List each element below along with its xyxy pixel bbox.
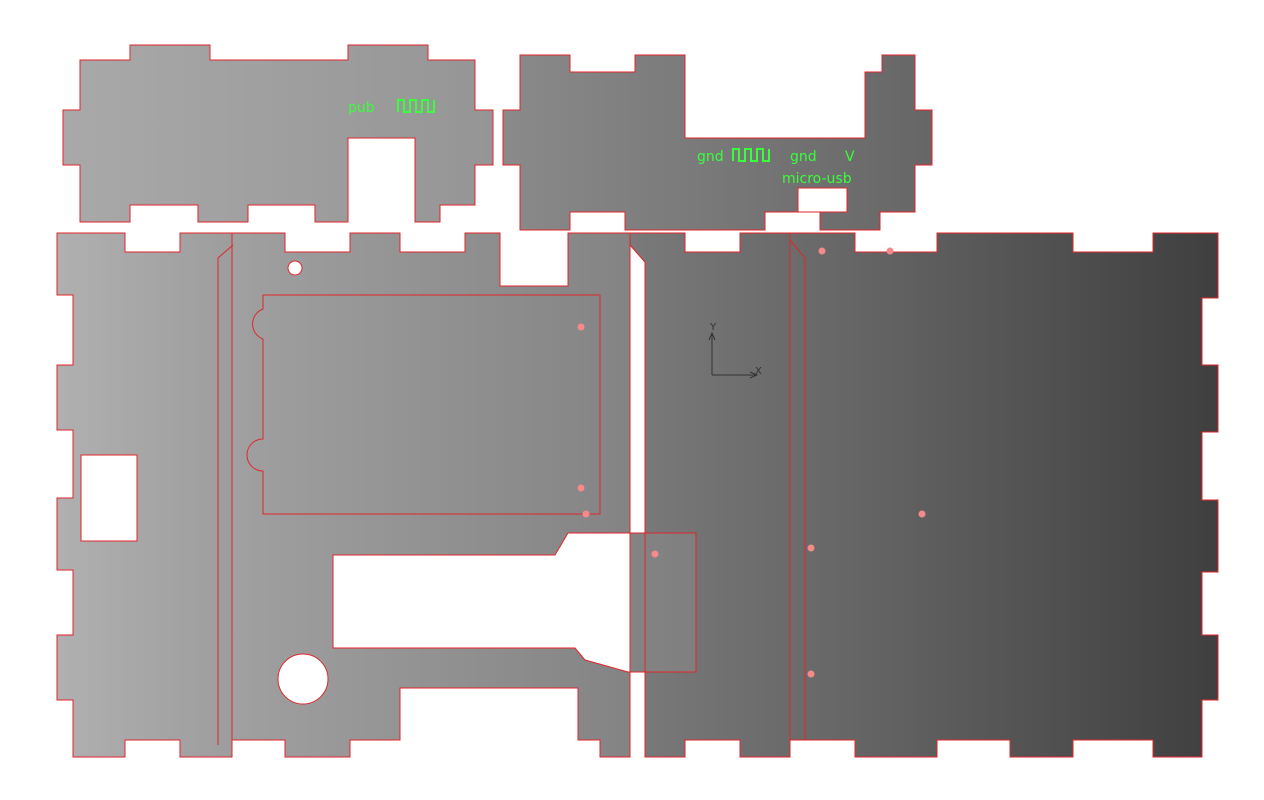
marker-dot: [651, 550, 659, 558]
marker-dot: [807, 670, 815, 678]
square-wave-icon: [397, 99, 435, 113]
panel-bottom-right-outline: [789, 232, 1219, 758]
label-gnd-2: gnd: [790, 149, 817, 165]
fold-line: [629, 244, 646, 757]
marker-dot: [918, 510, 926, 518]
marker-dot: [577, 323, 585, 331]
panel-bottom-strip: [629, 232, 791, 758]
marker-dot: [818, 247, 826, 255]
panel-top-left: pub: [62, 44, 494, 223]
panel-bottom-middle: [217, 232, 697, 758]
panel-bottom-left: [56, 232, 233, 758]
panel-bottom-middle-outline: [231, 232, 697, 758]
fold-line: [789, 239, 806, 740]
panel-top-left-outline: [62, 44, 494, 223]
label-v: V: [845, 149, 855, 165]
marker-dot: [807, 544, 815, 552]
axis-label-y: Y: [709, 322, 717, 333]
marker-group: [577, 247, 926, 678]
fold-line: [217, 244, 234, 745]
marker-dot: [582, 510, 590, 518]
marker-dot: [577, 484, 585, 492]
label-gnd-1: gnd: [697, 149, 724, 165]
square-wave-icon: [732, 148, 770, 162]
panel-top-right-outline: [502, 54, 933, 231]
panel-bottom-right: [789, 232, 1219, 758]
label-micro-usb: micro-usb: [782, 171, 852, 187]
panel-top-right: gnd gnd V micro-usb: [502, 54, 933, 231]
panel-bottom-left-outline: [56, 232, 233, 758]
panel-bottom-strip-outline: [629, 232, 791, 758]
axis-label-x: X: [755, 366, 762, 377]
coordinate-axis-icon: [708, 331, 759, 379]
board-outline: [246, 294, 601, 515]
label-pub: pub: [348, 100, 375, 116]
marker-dot: [886, 247, 894, 255]
